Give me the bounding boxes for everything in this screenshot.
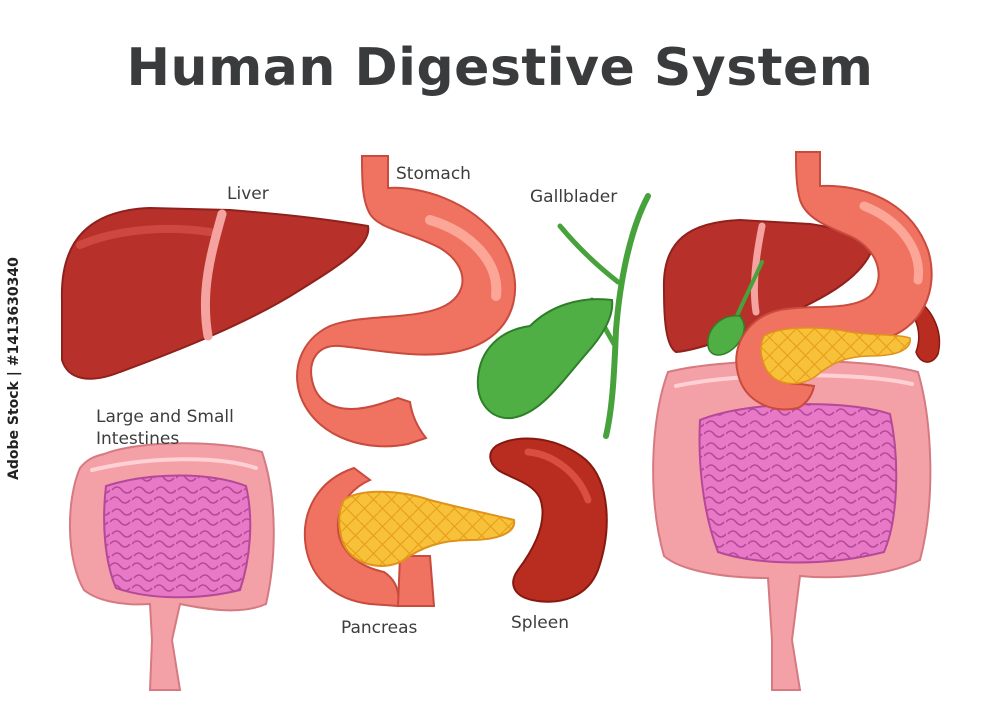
gallbladder-organ bbox=[476, 193, 651, 439]
spleen-organ bbox=[489, 437, 608, 603]
liver-organ bbox=[60, 206, 370, 380]
label-gallbladder: Gallblader bbox=[530, 187, 618, 207]
page-title: Human Digestive System bbox=[126, 38, 874, 98]
label-intestines-line2: Intestines bbox=[96, 429, 180, 449]
label-pancreas: Pancreas bbox=[341, 618, 418, 638]
stomach-organ bbox=[296, 155, 517, 448]
assembled-digestive-system bbox=[652, 151, 941, 691]
label-intestines-line1: Large and Small bbox=[96, 407, 234, 427]
label-spleen: Spleen bbox=[511, 613, 569, 633]
pancreas-organ bbox=[303, 466, 516, 608]
label-liver: Liver bbox=[227, 184, 269, 204]
stock-watermark: Adobe Stock | #1413630340 bbox=[6, 257, 22, 480]
label-stomach: Stomach bbox=[396, 164, 471, 184]
label-intestines: Large and Small Intestines bbox=[96, 406, 234, 450]
intestines-organ bbox=[69, 442, 275, 691]
